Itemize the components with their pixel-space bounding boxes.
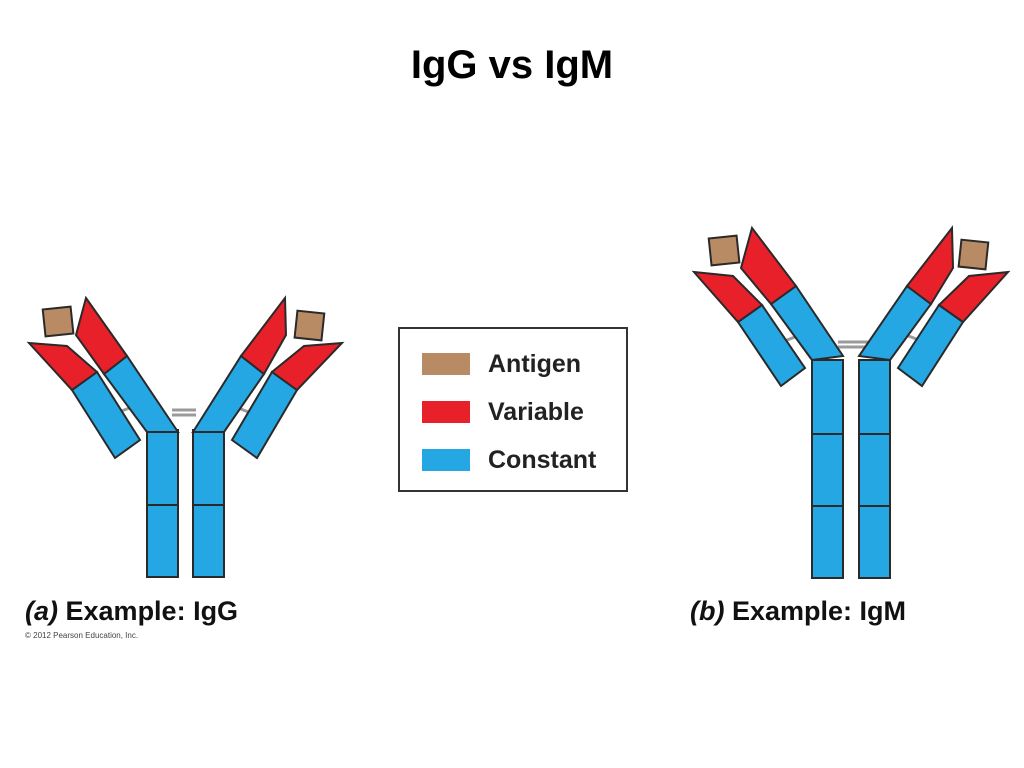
igg-right-light-variable (270, 341, 345, 392)
copyright-notice: © 2012 Pearson Education, Inc. (25, 631, 139, 640)
legend-label: Antigen (488, 349, 582, 378)
igm-right-antigen (957, 238, 990, 271)
igg-right-antigen (293, 309, 326, 342)
igm-right-light-variable (937, 270, 1011, 324)
caption-text-b: Example: IgM (732, 596, 907, 626)
igm-right-heavy-variable (905, 225, 955, 306)
igm-left-heavy-variable (739, 225, 798, 306)
legend-item-antigen: Antigen (422, 349, 581, 379)
igm-stem-right-2 (858, 433, 891, 507)
caption-letter-a: (a) (25, 596, 58, 626)
igm-antibody (691, 225, 1011, 579)
igg-stem-right-upper (192, 429, 225, 506)
variable-swatch (422, 401, 470, 423)
caption-igm: (b) Example: IgM (690, 595, 906, 627)
antigen-swatch (422, 353, 470, 375)
caption-letter-b: (b) (690, 596, 725, 626)
igm-stem-left-2 (811, 433, 844, 507)
igg-stem-right-lower (192, 504, 225, 578)
igm-left-antigen (707, 234, 741, 267)
igm-stem-left-3 (811, 505, 844, 579)
legend-item-constant: Constant (422, 445, 596, 475)
igg-left-heavy-variable (74, 295, 129, 376)
igg-left-light-variable (26, 341, 99, 392)
legend-label: Constant (488, 445, 597, 474)
igm-left-light-variable (691, 270, 764, 324)
igm-stem-right-1 (858, 359, 891, 435)
igm-stem-left-1 (811, 359, 844, 435)
constant-swatch (422, 449, 470, 471)
page-title: IgG vs IgM (410, 43, 614, 87)
caption-text-a: Example: IgG (65, 596, 239, 626)
caption-igg: (a) Example: IgG (25, 595, 238, 627)
igg-right-heavy-variable (239, 295, 288, 376)
igg-stem-left-upper (146, 429, 179, 506)
igg-antibody (26, 295, 345, 578)
legend-label: Variable (488, 397, 584, 426)
igm-stem-right-3 (858, 505, 891, 579)
igg-left-antigen (41, 305, 75, 338)
legend-box: Antigen Variable Constant (398, 327, 628, 492)
igg-stem-left-lower (146, 504, 179, 578)
legend-item-variable: Variable (422, 397, 584, 427)
